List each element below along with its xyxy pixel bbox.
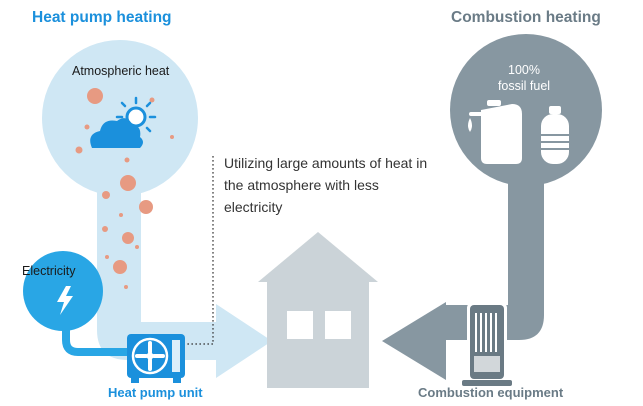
combustion-arrow-head [382, 302, 446, 380]
annotation-leader [185, 156, 214, 345]
lightning-icon [57, 286, 73, 315]
house-icon [258, 232, 378, 388]
heater-icon [462, 302, 512, 386]
heat-pump-unit-label: Heat pump unit [108, 385, 203, 400]
electricity-label: Electricity [22, 264, 76, 278]
gas-cylinder-icon [541, 106, 569, 164]
fuel-can-icon [468, 100, 522, 164]
atmospheric-heat-label: Atmospheric heat [72, 64, 170, 78]
electricity-bubble [23, 251, 103, 331]
heat-particles [75, 88, 174, 289]
fossil-fuel-bubble [450, 34, 602, 186]
fossil-fuel-label: 100% fossil fuel [497, 63, 551, 93]
electricity-line [62, 318, 132, 356]
combustion-title: Combustion heating [451, 9, 601, 26]
heat-pump-title: Heat pump heating [32, 9, 172, 26]
combustion-pipe [446, 176, 544, 340]
heat-column [97, 180, 272, 378]
electricity-flow [23, 251, 132, 356]
combustion-equipment-label: Combustion equipment [418, 385, 564, 400]
fan-icon [127, 334, 185, 383]
weather-icon [90, 96, 157, 148]
annotation-text: Utilizing large amounts of heat in the a… [224, 155, 428, 215]
